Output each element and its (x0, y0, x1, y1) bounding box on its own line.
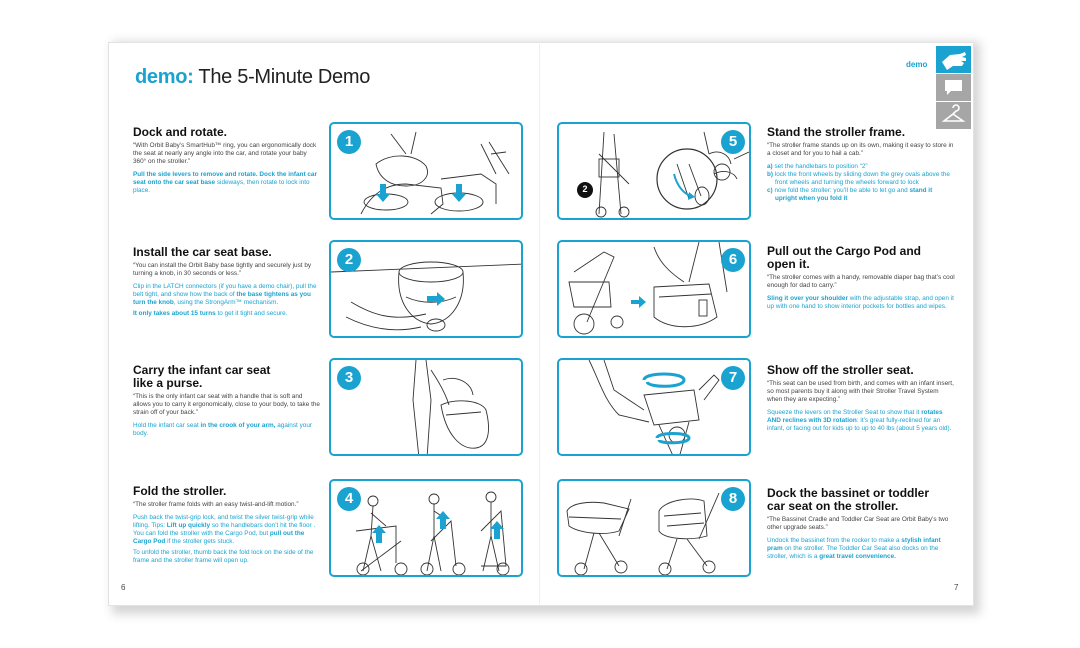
step-6-title: Pull out the Cargo Pod and open it. (767, 244, 921, 271)
bassinet-and-toddler-seat-drawing (566, 492, 720, 575)
step-4-note-b: To unfold the stroller, thumb back the f… (133, 549, 314, 564)
step-1-note: Pull the side levers to remove and rotat… (133, 171, 317, 194)
demo-tab-label: demo (906, 60, 928, 69)
car-seat-base-drawing (331, 261, 521, 332)
step-1-title: Dock and rotate. (133, 125, 228, 139)
step-5-illustration: 2 5 (557, 122, 751, 220)
position-badge-number: 2 (582, 184, 588, 194)
step-2-number: 2 (337, 248, 361, 272)
step-5-list-c: c) now fold the stroller: you’ll be able… (767, 187, 933, 202)
step-7-body: “This seat can be used from birth, and c… (767, 380, 954, 403)
tab-merchandise[interactable] (936, 102, 971, 129)
page-title: demo: The 5-Minute Demo (135, 66, 371, 88)
arrow-icons (427, 292, 445, 306)
step-7-illustration: 7 (557, 358, 751, 456)
step-4-body: “The stroller frame folds with an easy t… (133, 501, 299, 508)
hand-icon (942, 52, 966, 70)
step-6-illustration: 6 (557, 240, 751, 338)
step-6-number: 6 (721, 248, 745, 272)
page-number-right: 7 (954, 583, 959, 592)
step-8-illustration: 8 (557, 479, 751, 577)
step-5-list: a) set the handlebars to position “2” b)… (767, 163, 955, 203)
step-2-body: “You can install the Orbit Baby base tig… (133, 262, 312, 277)
page-number-left: 6 (121, 583, 126, 592)
step-5-title: Stand the stroller frame. (767, 125, 906, 139)
cargo-pod-drawing (568, 242, 728, 335)
step-7-number: 7 (721, 366, 745, 390)
tab-talk[interactable] (936, 74, 971, 101)
step-3-text: Carry the infant car seat like a purse. … (133, 364, 321, 438)
step-7-note: Squeeze the levers on the Stroller Seat … (767, 409, 952, 432)
step-4-number: 4 (337, 487, 361, 511)
step-7-title: Show off the stroller seat. (767, 363, 914, 377)
step-1-text: Dock and rotate. “With Orbit Baby’s Smar… (133, 126, 321, 195)
step-5-body: “The stroller frame stands up on its own… (767, 142, 954, 157)
speech-bubble-icon (945, 80, 962, 95)
section-tabs (936, 46, 971, 130)
step-1-body: “With Orbit Baby’s SmartHub™ ring, you c… (133, 142, 317, 165)
step-8-text: Dock the bassinet or toddler car seat on… (767, 487, 955, 561)
spine-fold (539, 42, 540, 604)
step-5-list-b: b) lock the front wheels by sliding down… (767, 171, 950, 186)
tab-demo[interactable] (936, 46, 971, 73)
step-3-number: 3 (337, 366, 361, 390)
step-2-text: Install the car seat base. “You can inst… (133, 246, 321, 318)
step-5-list-a: a) set the handlebars to position “2” (767, 163, 868, 170)
step-2-illustration: 2 (329, 240, 523, 338)
step-4-title: Fold the stroller. (133, 484, 227, 498)
position-badge (577, 182, 593, 198)
step-8-number: 8 (721, 487, 745, 511)
hanger-icon (941, 104, 966, 122)
step-7-text: Show off the stroller seat. “This seat c… (767, 364, 955, 433)
step-8-note: Undock the bassinet from the rocker to m… (767, 537, 941, 560)
rotation-arrows (642, 372, 691, 445)
step-3-illustration: 3 (329, 358, 523, 456)
step-6-text: Pull out the Cargo Pod and open it. “The… (767, 245, 955, 311)
brochure-spread (108, 42, 974, 606)
standing-stroller-drawing (595, 131, 749, 218)
step-2-note-b: It only takes about 15 turns to get it t… (133, 310, 288, 317)
step-5-number: 5 (721, 130, 745, 154)
step-8-title: Dock the bassinet or toddler car seat on… (767, 486, 930, 513)
step-4-illustration: 4 (329, 479, 523, 577)
step-2-title: Install the car seat base. (133, 245, 272, 259)
step-3-body: “This is the only infant car seat with a… (133, 393, 320, 416)
step-1-number: 1 (337, 130, 361, 154)
step-2-note-a: Clip in the LATCH connectors (if you hav… (133, 283, 317, 306)
arrow-icons (372, 511, 504, 543)
step-5-text: Stand the stroller frame. “The stroller … (767, 126, 955, 203)
step-4-text: Fold the stroller. “The stroller frame f… (133, 485, 321, 565)
step-6-note: Sling it over your shoulder with the adj… (767, 295, 954, 310)
step-3-note: Hold the infant car seat in the crook of… (133, 422, 313, 437)
arrow-icons (376, 184, 466, 202)
arrow-icons (631, 296, 646, 308)
step-4-note-a: Push back the twist-grip lock, and twist… (133, 514, 316, 545)
carry-car-seat-drawing (412, 360, 489, 454)
step-3-title: Carry the infant car seat like a purse. (133, 363, 271, 390)
step-8-body: “The Bassinet Cradle and Toddler Car Sea… (767, 516, 949, 531)
accent-marks (577, 173, 695, 200)
step-1-illustration: 1 (329, 122, 523, 220)
step-6-body: “The stroller comes with a handy, remova… (767, 274, 955, 289)
